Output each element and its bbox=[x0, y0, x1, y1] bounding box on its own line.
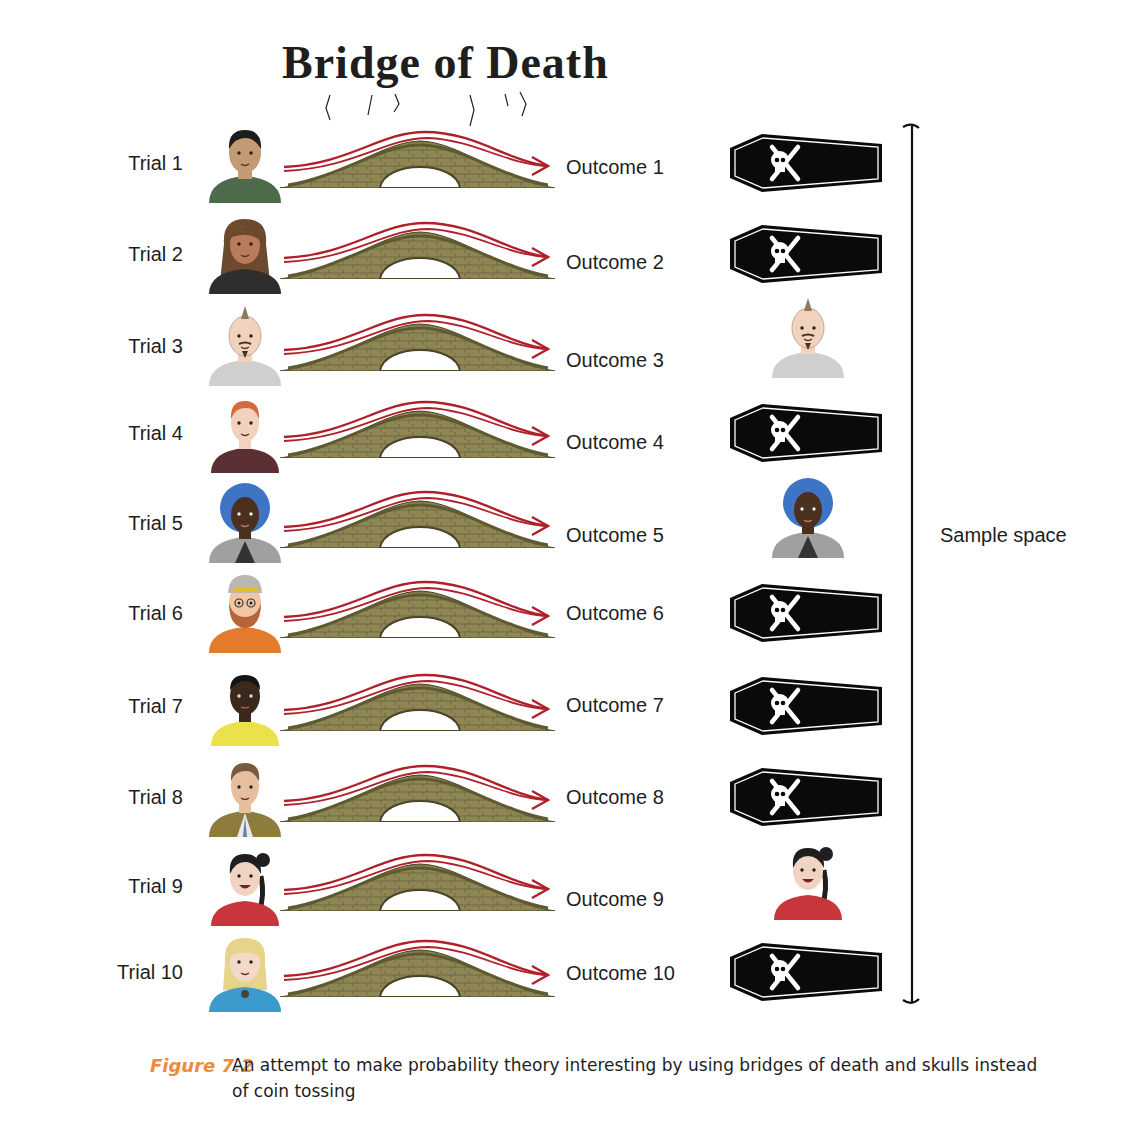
coffin-symbol bbox=[730, 404, 882, 462]
trial-row bbox=[209, 938, 882, 1012]
crossing-arrow bbox=[284, 582, 548, 625]
bridge-figure bbox=[280, 501, 555, 548]
coffin-symbol bbox=[730, 677, 882, 735]
crossing-arrow bbox=[284, 766, 548, 809]
bridge-figure bbox=[280, 591, 555, 638]
trial-label: Trial 5 bbox=[128, 512, 183, 535]
trial-label: Trial 3 bbox=[128, 335, 183, 358]
coffin-symbol bbox=[730, 768, 882, 826]
crossing-arrow bbox=[284, 492, 548, 535]
sample-space-bracket bbox=[903, 125, 919, 1003]
trial-label: Trial 10 bbox=[117, 961, 183, 984]
outcome-label: Outcome 4 bbox=[566, 431, 664, 454]
trial-row bbox=[211, 847, 842, 926]
outcome-label: Outcome 9 bbox=[566, 888, 664, 911]
figure-caption: An attempt to make probability theory in… bbox=[232, 1052, 1052, 1105]
person-figure bbox=[209, 938, 281, 1012]
bridge-figure bbox=[280, 775, 555, 822]
person-figure bbox=[211, 401, 279, 473]
trial-label: Trial 4 bbox=[128, 422, 183, 445]
outcome-label: Outcome 3 bbox=[566, 349, 664, 372]
person-figure bbox=[209, 763, 281, 837]
outcome-label: Outcome 6 bbox=[566, 602, 664, 625]
trial-label: Trial 6 bbox=[128, 602, 183, 625]
coffin-symbol bbox=[730, 225, 882, 283]
person-figure bbox=[209, 306, 281, 386]
bridge-figure bbox=[280, 684, 555, 731]
crossing-arrow bbox=[284, 315, 548, 358]
bridge-figure bbox=[280, 232, 555, 279]
person-figure bbox=[209, 575, 281, 653]
outcome-label: Outcome 5 bbox=[566, 524, 664, 547]
outcome-label: Outcome 8 bbox=[566, 786, 664, 809]
survivor-figure bbox=[772, 298, 844, 378]
trial-label: Trial 1 bbox=[128, 152, 183, 175]
person-figure bbox=[209, 130, 281, 203]
trial-label: Trial 7 bbox=[128, 695, 183, 718]
person-figure bbox=[211, 853, 279, 926]
trial-row bbox=[209, 478, 844, 563]
crossing-arrow bbox=[284, 855, 548, 898]
bridge-figure bbox=[280, 950, 555, 997]
trial-label: Trial 8 bbox=[128, 786, 183, 809]
crossing-arrow bbox=[284, 223, 548, 266]
survivor-figure bbox=[772, 478, 844, 558]
crossing-arrow bbox=[284, 675, 548, 718]
person-figure bbox=[209, 219, 281, 294]
outcome-label: Outcome 7 bbox=[566, 694, 664, 717]
crossing-arrow bbox=[284, 132, 548, 175]
trial-row bbox=[209, 219, 882, 294]
coffin-symbol bbox=[730, 134, 882, 192]
trial-row bbox=[209, 575, 882, 653]
outcome-label: Outcome 1 bbox=[566, 156, 664, 179]
bridge-figure bbox=[280, 411, 555, 458]
bridge-figure bbox=[280, 324, 555, 371]
crossing-arrow bbox=[284, 941, 548, 984]
diagram-title: Bridge of Death bbox=[282, 36, 609, 89]
outcome-label: Outcome 2 bbox=[566, 251, 664, 274]
trial-row bbox=[209, 763, 882, 837]
trial-row bbox=[211, 401, 882, 473]
trial-label: Trial 2 bbox=[128, 243, 183, 266]
coffin-symbol bbox=[730, 943, 882, 1001]
title-cracks bbox=[326, 92, 526, 126]
coffin-symbol bbox=[730, 584, 882, 642]
trial-row bbox=[209, 298, 844, 386]
bridge-figure bbox=[280, 864, 555, 911]
sample-space-label: Sample space bbox=[940, 524, 1067, 547]
person-figure bbox=[211, 675, 279, 746]
bridge-figure bbox=[280, 141, 555, 188]
trial-row bbox=[209, 130, 882, 203]
survivor-figure bbox=[774, 847, 842, 920]
crossing-arrow bbox=[284, 402, 548, 445]
trial-row bbox=[211, 675, 882, 746]
outcome-label: Outcome 10 bbox=[566, 962, 675, 985]
trial-label: Trial 9 bbox=[128, 875, 183, 898]
person-figure bbox=[209, 483, 281, 563]
